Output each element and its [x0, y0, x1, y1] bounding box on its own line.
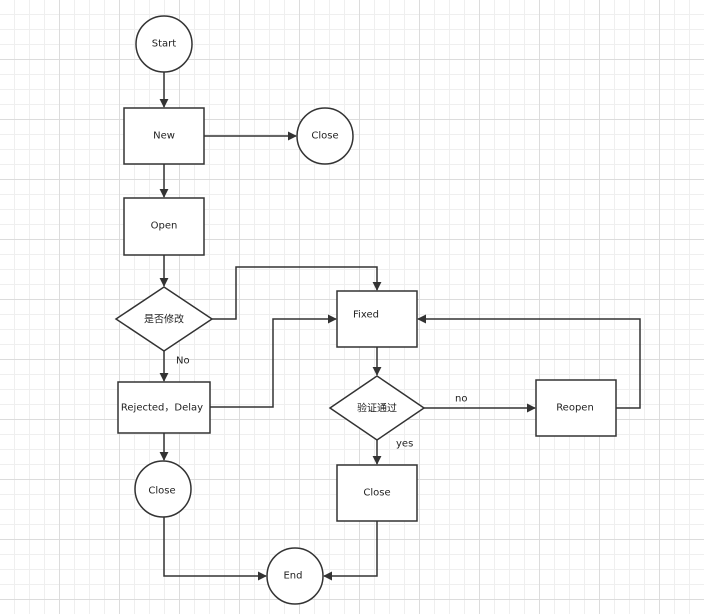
- edge-reopen-to-fixed: [417, 314, 641, 409]
- node-fixed: Fixed: [336, 290, 418, 348]
- node-close-mid-label: Close: [363, 488, 390, 499]
- node-rejected-delay: Rejected，Delay: [117, 381, 211, 434]
- edge-close-left-to-end: [163, 517, 267, 581]
- node-reopen: Reopen: [535, 379, 617, 437]
- edge-label-yes: yes: [396, 439, 413, 450]
- node-rejected-delay-label: Rejected，Delay: [121, 403, 203, 414]
- edge-decision-modify-to-fixed: [212, 266, 382, 320]
- node-reopen-label: Reopen: [556, 403, 594, 414]
- edge-rejected-to-fixed: [210, 314, 337, 408]
- node-decision-verify: 验证通过: [328, 375, 426, 441]
- node-close-top-label: Close: [311, 131, 338, 142]
- edge-close-mid-to-end: [323, 521, 378, 581]
- node-decision-verify-label: 验证通过: [357, 402, 397, 415]
- node-decision-modify: 是否修改: [114, 286, 214, 352]
- edge-label-no-caps: No: [176, 356, 190, 367]
- node-end: End: [266, 547, 324, 605]
- edge-label-no-lower: no: [455, 394, 467, 405]
- node-open-label: Open: [151, 221, 178, 232]
- node-open: Open: [123, 197, 205, 256]
- node-fixed-label: Fixed: [353, 310, 379, 321]
- edges: [159, 72, 641, 581]
- node-close-top: Close: [296, 107, 354, 165]
- node-close-left-label: Close: [148, 486, 175, 497]
- node-new: New: [123, 107, 205, 165]
- node-start-label: Start: [152, 39, 177, 50]
- node-close-left: Close: [134, 460, 192, 518]
- node-end-label: End: [283, 571, 302, 582]
- node-decision-modify-label: 是否修改: [144, 313, 184, 326]
- node-start: Start: [135, 15, 193, 73]
- node-close-mid: Close: [336, 464, 418, 522]
- node-new-label: New: [153, 131, 175, 142]
